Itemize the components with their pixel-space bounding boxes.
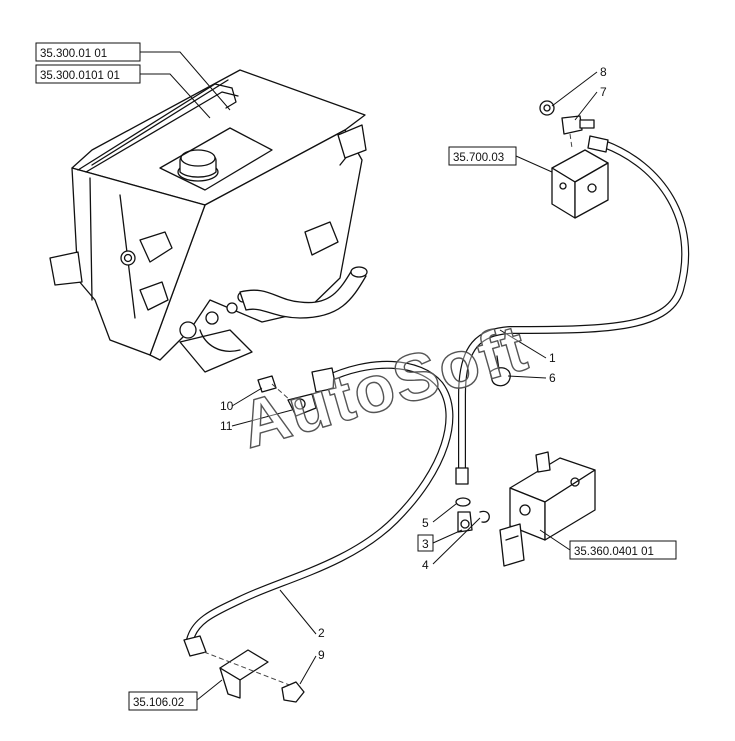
- callout-3-box: [417, 534, 434, 552]
- hose-1: [455, 135, 690, 485]
- ref-valve-box: 35.360.0401 01: [569, 540, 677, 560]
- ref-block-top-box: 35.700.03: [448, 146, 517, 166]
- ref-bracket-box: 35.106.02: [128, 691, 198, 711]
- ref-tank-2-box: 35.300.0101 01: [35, 64, 141, 84]
- callout-10: 10: [220, 399, 234, 413]
- cap-9: [281, 681, 305, 703]
- ref-valve-label: 35.360.0401 01: [574, 546, 654, 558]
- block-35-700-03: [551, 149, 609, 219]
- ref-bracket-label: 35.106.02: [133, 697, 184, 709]
- callout-7: 7: [600, 85, 607, 99]
- fitting-7-8: [539, 100, 595, 149]
- callout-3: 3: [422, 537, 429, 551]
- fitting-10-11: [257, 375, 317, 417]
- hose-2: [183, 360, 454, 657]
- callout-1: 1: [549, 351, 556, 365]
- callout-6: 6: [549, 371, 556, 385]
- ref-tank-1-label: 35.300.01 01: [40, 48, 107, 60]
- callout-11: 11: [220, 419, 233, 433]
- callout-8: 8: [600, 65, 607, 79]
- ref-tank-2-label: 35.300.0101 01: [40, 70, 120, 82]
- hydraulic-tank: [49, 69, 368, 373]
- valve-35-360-0401-01: [499, 451, 596, 567]
- fitting-3-4-5: [455, 497, 490, 533]
- callout-9: 9: [318, 648, 325, 662]
- leader-lines: [140, 51, 598, 701]
- ref-block-top-label: 35.700.03: [453, 152, 504, 164]
- bracket-35-106-02: [203, 649, 293, 699]
- watermark: AutoSoft: [232, 310, 536, 462]
- ref-tank-1-box: 35.300.01 01: [35, 42, 141, 62]
- callout-4: 4: [422, 558, 429, 572]
- callout-2: 2: [318, 626, 325, 640]
- clip-6: [489, 355, 511, 387]
- callout-5: 5: [422, 516, 429, 530]
